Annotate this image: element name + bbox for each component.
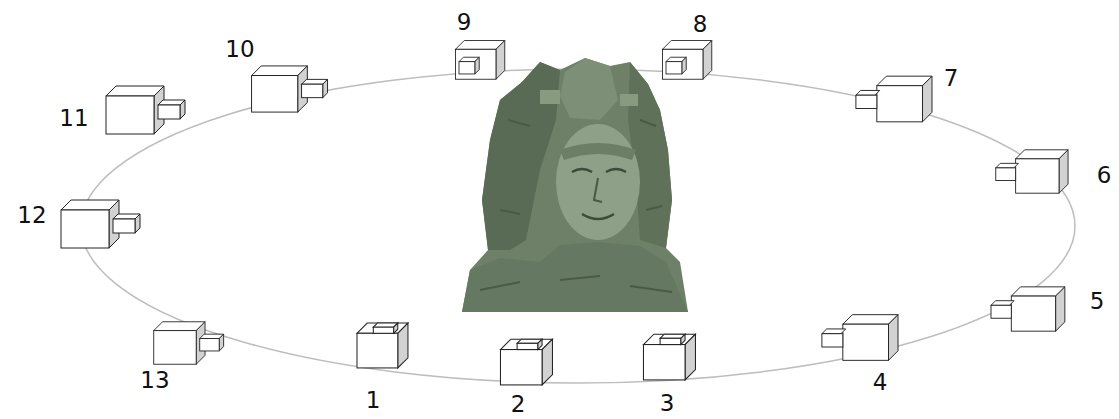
- callout-number: 5: [1090, 290, 1105, 313]
- callout-number: 4: [873, 371, 888, 394]
- callout-number: 7: [944, 67, 959, 90]
- callout-number: 11: [59, 107, 88, 130]
- callout-number: 8: [693, 13, 708, 36]
- callout-number: 1: [366, 389, 381, 412]
- camera-icons: [61, 41, 1068, 385]
- callout-number: 3: [660, 392, 675, 415]
- callout-number: 12: [17, 204, 46, 227]
- statue-illustration: [462, 58, 688, 312]
- callout-number: 13: [140, 369, 169, 392]
- callout-number: 10: [225, 38, 254, 61]
- callout-number: 9: [457, 11, 472, 34]
- callout-number: 2: [511, 392, 526, 415]
- callout-number: 6: [1097, 164, 1112, 187]
